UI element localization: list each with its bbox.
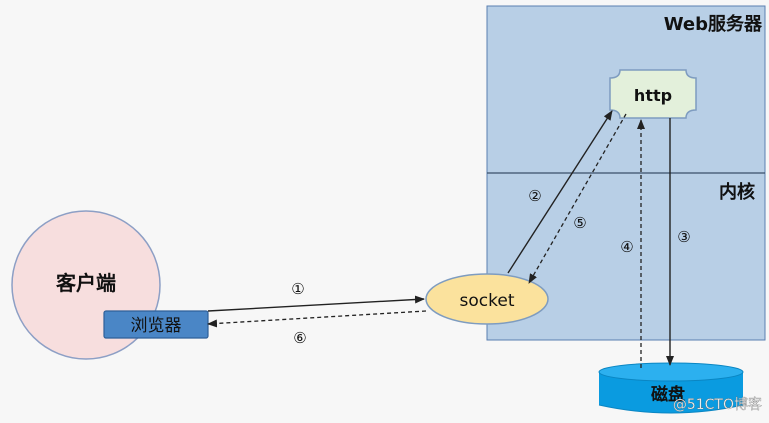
kernel-label: 内核	[719, 181, 755, 203]
step-5-label: ⑤	[573, 214, 586, 232]
arrow-step-2	[507, 110, 613, 274]
step-6-label: ⑥	[293, 329, 306, 347]
web-server-title: Web服务器	[664, 13, 763, 35]
client-label: 客户端	[55, 271, 116, 295]
step-3-label: ③	[677, 228, 690, 246]
arrow-step-5	[528, 113, 627, 284]
http-label: http	[634, 86, 672, 105]
socket-label: socket	[460, 291, 515, 311]
socket-node	[425, 273, 549, 325]
disk-label: 磁盘	[651, 384, 685, 405]
http-node	[609, 69, 697, 119]
arrow-step-1	[207, 295, 425, 312]
step-1-label: ①	[291, 280, 304, 298]
step-2-label: ②	[528, 187, 541, 205]
step-4-label: ④	[620, 238, 633, 256]
disk-node	[598, 362, 744, 414]
watermark: @51CTO博客	[673, 396, 762, 413]
arrow-step-6	[207, 310, 427, 328]
browser-label: 浏览器	[131, 316, 182, 336]
